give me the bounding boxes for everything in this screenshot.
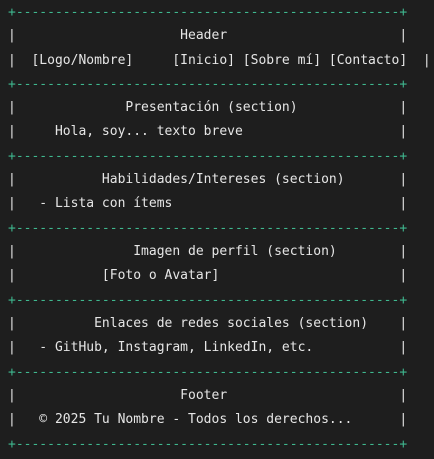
border-after-presentacion: +---------------------------------------… <box>8 149 408 164</box>
habilidades-text-row: | - Lista con ítems | <box>8 196 408 211</box>
imagen-title-row: | Imagen de perfil (section) | <box>8 244 408 259</box>
border-after-redes: +---------------------------------------… <box>8 365 408 380</box>
border-bottom: +---------------------------------------… <box>8 437 408 452</box>
footer-title-row: | Footer | <box>8 388 408 403</box>
habilidades-title-row: | Habilidades/Intereses (section) | <box>8 172 408 187</box>
border-after-imagen: +---------------------------------------… <box>8 293 408 308</box>
border-after-habilidades: +---------------------------------------… <box>8 221 408 236</box>
border-after-header: +---------------------------------------… <box>8 77 408 92</box>
redes-title-row: | Enlaces de redes sociales (section) | <box>8 316 408 331</box>
presentacion-text-row: | Hola, soy... texto breve | <box>8 124 408 139</box>
presentacion-title-row: | Presentación (section) | <box>8 100 408 115</box>
header-nav-row: | [Logo/Nombre] [Inicio] [Sobre mí] [Con… <box>8 53 431 68</box>
border-top: +---------------------------------------… <box>8 5 408 20</box>
redes-text-row: | - GitHub, Instagram, LinkedIn, etc. | <box>8 340 408 355</box>
footer-text-row: | © 2025 Tu Nombre - Todos los derechos.… <box>8 412 408 427</box>
header-title-row: | Header | <box>8 28 408 43</box>
imagen-text-row: | [Foto o Avatar] | <box>8 268 408 283</box>
